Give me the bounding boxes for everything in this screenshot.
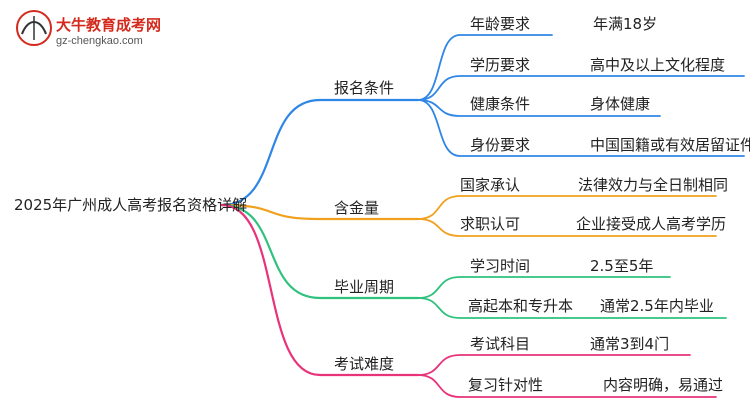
- leaf-value-study-time: 2.5至5年: [590, 257, 654, 275]
- leaf-value-job-recognition: 企业接受成人高考学历: [576, 215, 727, 233]
- leaf-connector-1-1: [417, 218, 717, 237]
- mindmap-root-node: 2025年广州成人高考报名资格详解: [14, 196, 248, 214]
- leaf-value-identity: 中国国籍或有效居留证件: [590, 136, 750, 154]
- branch-registration-conditions: 报名条件: [334, 79, 395, 97]
- leaf-key-exam-subjects: 考试科目: [470, 335, 531, 353]
- branch-connector-1: [220, 203, 420, 221]
- leaf-connector-1-0: [417, 195, 717, 220]
- leaf-value-review-focus: 内容明确，易通过: [603, 376, 724, 394]
- leaf-connector-0-2: [417, 99, 661, 117]
- leaf-key-age: 年龄要求: [470, 15, 531, 33]
- branch-connector-0: [220, 98, 420, 207]
- leaf-connector-0-3: [417, 99, 745, 157]
- leaf-value-degree-type: 通常2.5年内毕业: [600, 297, 714, 315]
- leaf-value-age: 年满18岁: [593, 15, 658, 33]
- leaf-key-degree-type: 高起本和专升本: [468, 297, 574, 315]
- leaf-connector-2-0: [417, 276, 671, 299]
- branch-exam-difficulty: 考试难度: [334, 355, 395, 373]
- leaf-key-education: 学历要求: [470, 56, 531, 74]
- logo-url: gz-chengkao.com: [56, 35, 143, 47]
- branch-connector-2: [220, 203, 420, 300]
- site-logo: 大牛教育成考网 gz-chengkao.com: [14, 8, 174, 52]
- leaf-connector-3-0: [417, 354, 691, 376]
- logo-title: 大牛教育成考网: [56, 16, 162, 34]
- leaf-value-health: 身体健康: [590, 95, 651, 113]
- leaf-value-exam-subjects: 通常3到4门: [590, 335, 670, 353]
- leaf-key-review-focus: 复习针对性: [468, 376, 544, 394]
- leaf-key-job-recognition: 求职认可: [460, 215, 521, 233]
- leaf-connector-3-1: [417, 374, 717, 398]
- leaf-key-study-time: 学习时间: [470, 257, 531, 275]
- leaf-connector-0-1: [417, 75, 745, 101]
- leaf-connector-0-0: [417, 34, 553, 101]
- branch-connector-3: [220, 203, 420, 377]
- leaf-connector-2-1: [417, 297, 727, 319]
- leaf-key-health: 健康条件: [470, 95, 531, 113]
- leaf-value-education: 高中及以上文化程度: [590, 56, 726, 74]
- branch-graduation-cycle: 毕业周期: [334, 278, 395, 296]
- leaf-key-national-recognition: 国家承认: [460, 176, 521, 194]
- branch-value: 含金量: [334, 199, 380, 217]
- leaf-value-national-recognition: 法律效力与全日制相同: [578, 176, 729, 194]
- logo-badge-icon: [16, 10, 52, 46]
- leaf-key-identity: 身份要求: [470, 136, 531, 154]
